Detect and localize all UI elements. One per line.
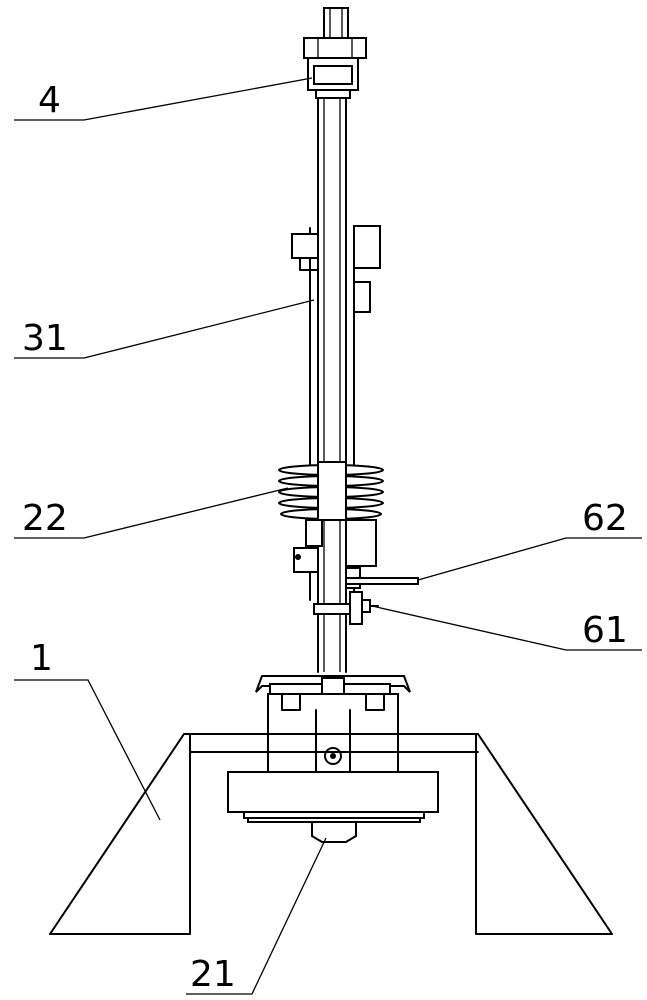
label-part-4: 4 [38, 80, 61, 121]
label-part-62: 62 [582, 498, 628, 539]
top-nut-assembly [304, 8, 366, 98]
upper-brackets [292, 226, 380, 312]
bellows-spring [279, 462, 383, 520]
leader-lines [14, 78, 642, 994]
part-labels: 4 31 22 62 61 1 21 [22, 80, 628, 995]
label-part-1: 1 [30, 638, 53, 679]
label-part-61: 61 [582, 610, 628, 651]
sensor-assembly [314, 578, 418, 624]
label-part-22: 22 [22, 498, 68, 539]
label-part-21: 21 [190, 954, 236, 995]
label-part-31: 31 [22, 318, 68, 359]
motor-pulley [228, 772, 438, 842]
